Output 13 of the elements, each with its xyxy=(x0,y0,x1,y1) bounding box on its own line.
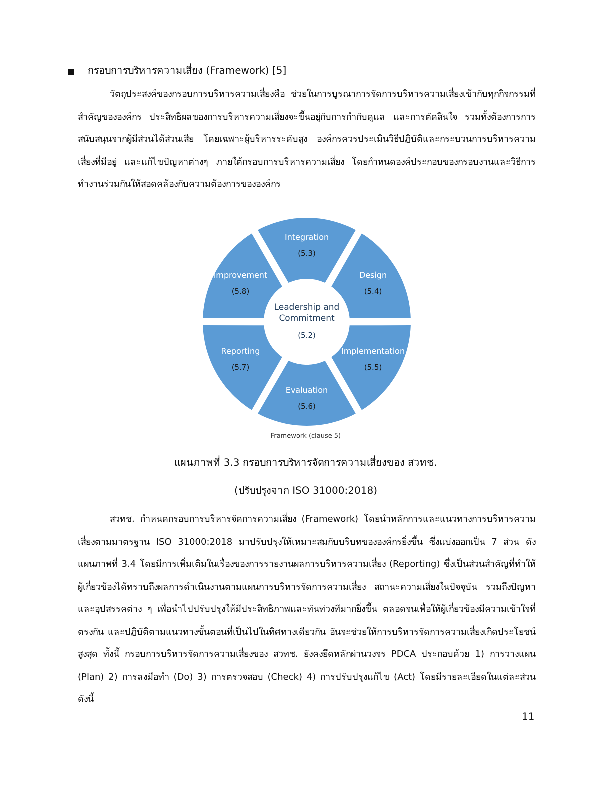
figure-caption: แผนภาพที่ 3.3 กรอบการบริหารจัดการความเสี่ยงของ สวทช. xyxy=(0,455,612,470)
section-heading: กรอบการบริหารความเสี่ยง (Framework) [5] xyxy=(88,64,287,80)
segment-title: Evaluation xyxy=(286,386,328,396)
page-number: 11 xyxy=(522,712,535,723)
segment-title: Reporting xyxy=(221,347,260,358)
segment-title: Implementation xyxy=(341,347,406,358)
body-paragraph: วัตถุประสงค์ของกรอบการบริหารความเสี่ยงคือ ช่วยในการบูรณาการจัดการบริหารความเสี่ยงเข้ากับทุกกิจกรรมที่สำคัญขององค์กร ประสิทธิผลของการบริหารความเสี่ยงจะขึ้นอยู่กับการกำกับดูแล และการตัดสินใจ รวมทั้งต้องการการสนับสนุนจากผู้มีส่วนได้ส่วนเสีย โดยเฉพาะผู้บริหารระดับสูง องค์กรควรประเมินวิธีปฏิบัติและกระบวนการบริหารความเสี่ยงที่มีอยู่ และแก้ไขปัญหาต่างๆ ภายใต้กรอบการบริหารความเสี่ยง โดยกำหนดองค์ประกอบของกรอบงานและวิธีการทำงานร่วมกันให้สอดคล้องกับความต้องการขององค์กร xyxy=(78,84,536,196)
center-title: Leadership and Commitment xyxy=(273,303,341,325)
segment-title: Integration xyxy=(284,232,330,242)
body-paragraph: สวทช. กำหนดกรอบการบริหารจัดการความเสี่ยง (Framework) โดยนำหลักการและแนวทางการบริหารความเสี่ยงตามมาตรฐาน ISO 31000:2018 มาปรับปรุงให้เหมาะสมกับบริบทขององค์กรยิ่งขึ้น ซึ่งแบ่งออกเป็น 7 ส่วน ดังแผนภาพที่ 3.4 โดยมีการเพิ่มเติมในเรื่องของการรายงานผลการบริหารความเสี่ยง (Reporting) ซึ่งเป็นส่วนสำคัญที่ทำให้ผู้เกี่ยวข้องได้ทราบถึงผลการดำเนินงานตามแผนการบริหารจัดการความเสี่ยง สถานะความเสี่ยงในปัจจุบัน รวมถึงปัญหาและอุปสรรคต่าง ๆ เพื่อนำไปปรับปรุงให้มีประสิทธิภาพและทันท่วงทีมากยิ่งขึ้น ตลอดจนเพื่อให้ผู้เกี่ยวข้องมีความเข้าใจที่ตรงกัน และปฏิบัติตามแนวทางขั้นตอนที่เป็นไปในทิศทางเดียวกัน อันจะช่วยให้การบริหารจัดการความเสี่ยงเกิดประโยชน์สูงสุด ทั้งนี้ กรอบการบริหารจัดการความเสี่ยงของ สวทช. ยังคงยึดหลักผ่านวงจร PDCA ประกอบด้วย 1) การวางแผน (Plan) 2) การลงมือทำ (Do) 3) การตรวจสอบ (Check) 4) การปรับปรุงแก้ไข (Act) โดยมีรายละเอียดในแต่ละส่วน ดังนี้ xyxy=(78,509,536,712)
figure-caption: (ปรับปรุงจาก ISO 31000:2018) xyxy=(234,485,378,498)
segment-title: Improvement xyxy=(214,270,268,281)
segment-title: Design xyxy=(359,270,388,281)
